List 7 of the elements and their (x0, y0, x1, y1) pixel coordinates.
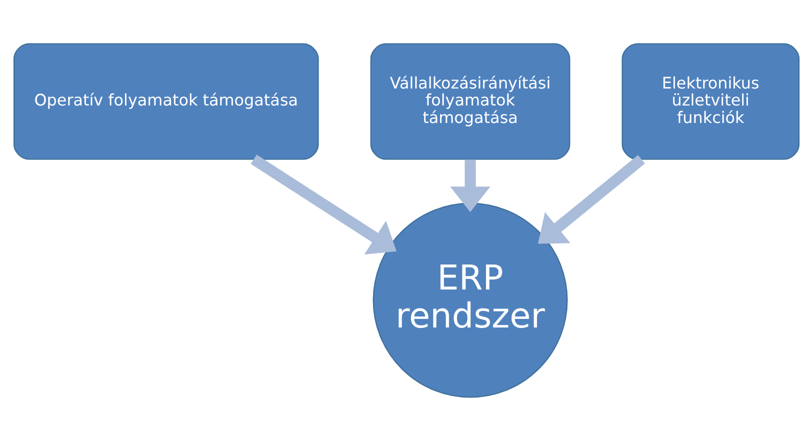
arrow (537, 154, 644, 244)
arrow (450, 160, 490, 212)
node-box: Elektronikus üzletviteli funkciók (621, 43, 800, 160)
node-circle: ERP rendszer (372, 202, 568, 398)
node-box: Vállalkozásirányítási folyamatok támogatása (370, 43, 570, 160)
node-box: Operatív folyamatok támogatása (12, 43, 318, 160)
arrow (250, 154, 396, 254)
